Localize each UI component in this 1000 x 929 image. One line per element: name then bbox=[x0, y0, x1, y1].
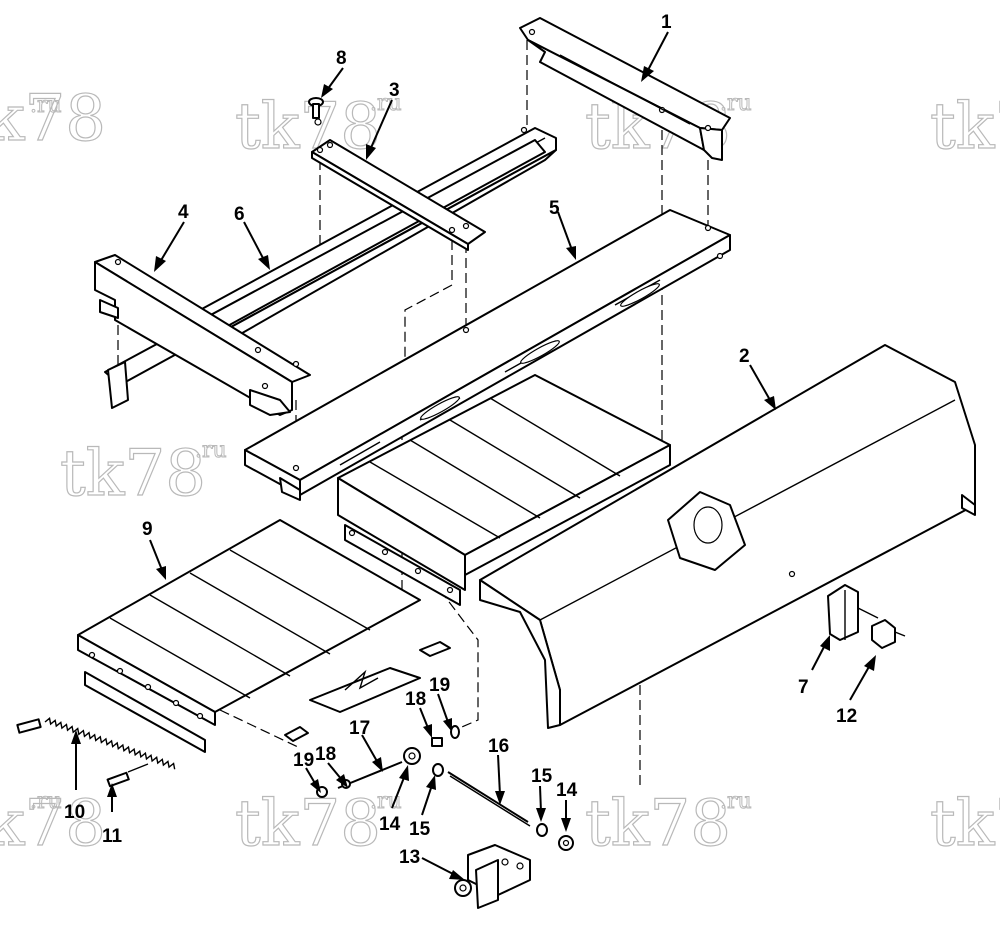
callout-19: 19 bbox=[429, 675, 450, 696]
part-3-cross-strap bbox=[311, 139, 486, 251]
part-2-cover bbox=[479, 344, 976, 729]
callout-15: 15 bbox=[531, 766, 553, 787]
svg-text:.ru: .ru bbox=[195, 438, 227, 463]
callout-10: 10 bbox=[64, 802, 85, 823]
watermark: tk78 .ru bbox=[234, 89, 402, 164]
part-4-front-bracket bbox=[94, 254, 311, 416]
callout-7: 7 bbox=[798, 677, 809, 698]
part-15-nut bbox=[536, 823, 548, 837]
linkage-hardware bbox=[316, 725, 574, 909]
callout-2: 2 bbox=[739, 346, 750, 367]
watermark: tk78 .ru bbox=[234, 786, 402, 861]
leaders bbox=[71, 31, 876, 880]
part-18-bushing bbox=[431, 737, 443, 747]
part-7-latch-bracket bbox=[827, 584, 879, 641]
alignment-line bbox=[439, 589, 479, 731]
callout-8: 8 bbox=[336, 48, 347, 69]
svg-text:.ru: .ru bbox=[370, 789, 402, 814]
svg-text:.ru: .ru bbox=[30, 789, 62, 814]
callout-14: 14 bbox=[379, 814, 401, 835]
svg-text:.ru: .ru bbox=[720, 91, 752, 116]
watermark: tk78 .ru bbox=[59, 436, 227, 511]
svg-text:tk78: tk78 bbox=[930, 787, 1000, 861]
callout-16: 16 bbox=[488, 736, 509, 757]
callout-18: 18 bbox=[405, 689, 426, 710]
callout-5: 5 bbox=[549, 198, 560, 219]
svg-text:tk78: tk78 bbox=[60, 437, 206, 511]
watermark: tk78 .ru bbox=[584, 786, 752, 861]
rear-step-assembly bbox=[337, 374, 671, 606]
part-19-washer bbox=[450, 725, 460, 739]
callout-13: 13 bbox=[399, 847, 420, 868]
watermark: tk78 bbox=[929, 786, 1000, 861]
svg-text:tk78: tk78 bbox=[585, 787, 731, 861]
part-15-nut bbox=[432, 763, 444, 777]
part-11-bolt bbox=[106, 763, 149, 788]
svg-text:tk78: tk78 bbox=[0, 82, 106, 156]
watermark: tk78 bbox=[929, 89, 1000, 164]
shaft-detail bbox=[284, 641, 451, 742]
callout-6: 6 bbox=[234, 204, 245, 225]
callout-12: 12 bbox=[836, 706, 857, 727]
callout-15: 15 bbox=[409, 819, 431, 840]
svg-text:.ru: .ru bbox=[720, 789, 752, 814]
svg-text:tk78: tk78 bbox=[0, 787, 106, 861]
part-10-spring bbox=[16, 717, 176, 770]
part-5-main-plate bbox=[244, 209, 731, 501]
callout-4: 4 bbox=[178, 202, 189, 223]
alignment-line bbox=[219, 709, 301, 749]
svg-text:tk78: tk78 bbox=[235, 787, 381, 861]
watermark: tk78 .ru bbox=[0, 786, 107, 861]
callout-labels: 1 2 3 4 5 6 7 8 9 10 11 12 13 14 14 15 1… bbox=[64, 12, 857, 868]
callout-11: 11 bbox=[102, 826, 123, 847]
part-8-bolt bbox=[308, 97, 324, 126]
callout-9: 9 bbox=[142, 519, 153, 540]
svg-text:tk78: tk78 bbox=[930, 90, 1000, 164]
part-9-front-step bbox=[77, 519, 421, 753]
svg-text:.ru: .ru bbox=[30, 93, 62, 118]
callout-3: 3 bbox=[389, 80, 400, 101]
watermark: tk78 .ru bbox=[0, 81, 107, 156]
part-12-clip bbox=[871, 619, 906, 649]
callout-18: 18 bbox=[315, 744, 336, 765]
part-16-threaded-rod bbox=[447, 771, 529, 823]
part-13-latch-assembly bbox=[454, 844, 531, 909]
callout-1: 1 bbox=[661, 12, 672, 33]
svg-text:tk78: tk78 bbox=[235, 90, 381, 164]
alignment-line bbox=[404, 284, 453, 360]
callout-19: 19 bbox=[293, 750, 314, 771]
part-1-mounting-bracket bbox=[519, 17, 731, 161]
callout-17: 17 bbox=[349, 718, 370, 739]
callout-14: 14 bbox=[556, 780, 578, 801]
